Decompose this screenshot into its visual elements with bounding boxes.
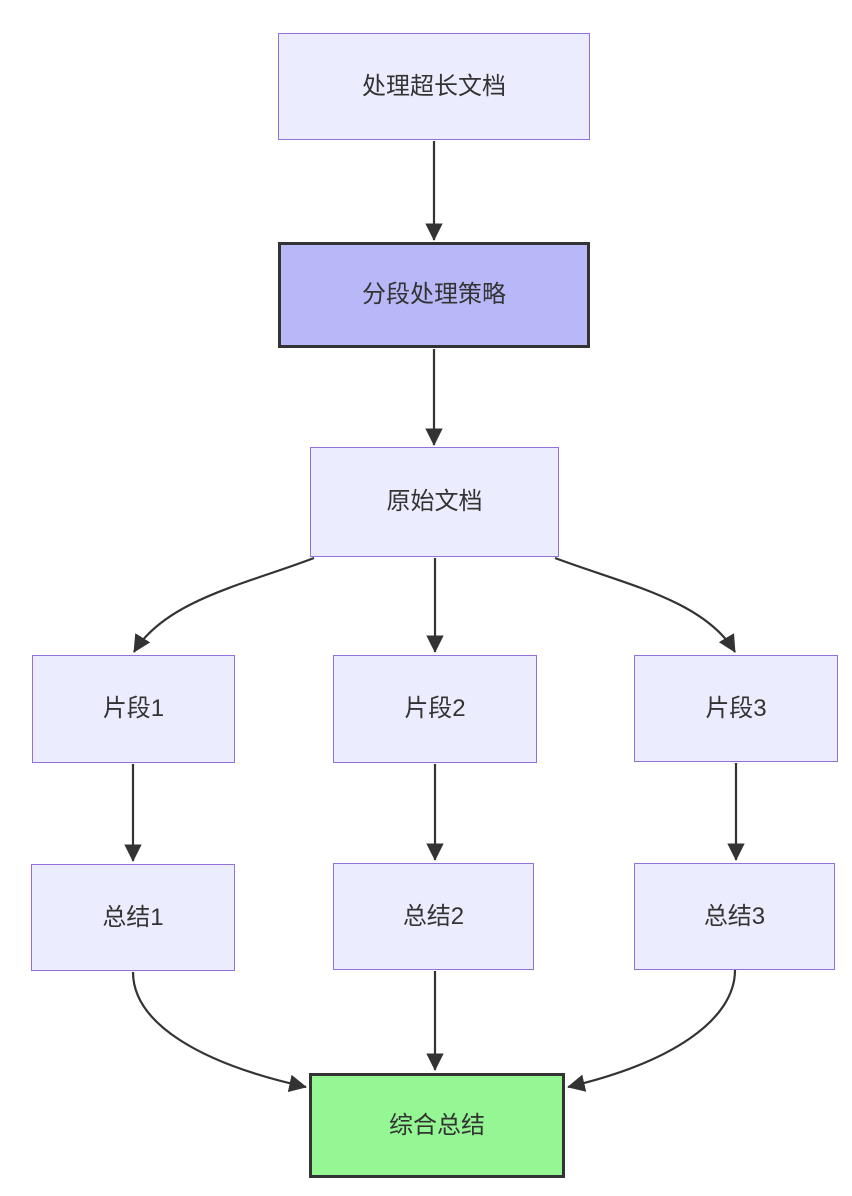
node-label: 分段处理策略 [362, 281, 506, 308]
node-fragment-1: 片段1 [32, 655, 235, 763]
node-label: 原始文档 [386, 488, 483, 515]
node-summary-3: 总结3 [634, 863, 835, 970]
node-label: 片段1 [102, 695, 165, 722]
node-fragment-3: 片段3 [634, 655, 838, 762]
edge-c-d1 [133, 556, 315, 653]
node-label: 总结3 [703, 902, 766, 930]
node-label: 综合总结 [389, 1111, 485, 1139]
node-original-document: 原始文档 [310, 447, 559, 557]
node-label: 片段3 [705, 694, 767, 722]
node-label: 处理超长文档 [362, 72, 506, 100]
node-summary-2: 总结2 [333, 863, 534, 970]
edge-c-d3 [554, 556, 736, 653]
node-label: 总结1 [102, 903, 164, 931]
edge-e3-f [567, 969, 737, 1092]
node-final-summary: 综合总结 [309, 1073, 565, 1178]
node-summary-1: 总结1 [31, 864, 235, 971]
edge-e1-f [131, 971, 307, 1092]
node-label: 片段2 [404, 695, 466, 722]
node-fragment-2: 片段2 [333, 655, 537, 763]
node-process-long-document: 处理超长文档 [278, 33, 590, 140]
node-label: 总结2 [402, 902, 465, 930]
node-segmentation-strategy: 分段处理策略 [278, 242, 590, 348]
